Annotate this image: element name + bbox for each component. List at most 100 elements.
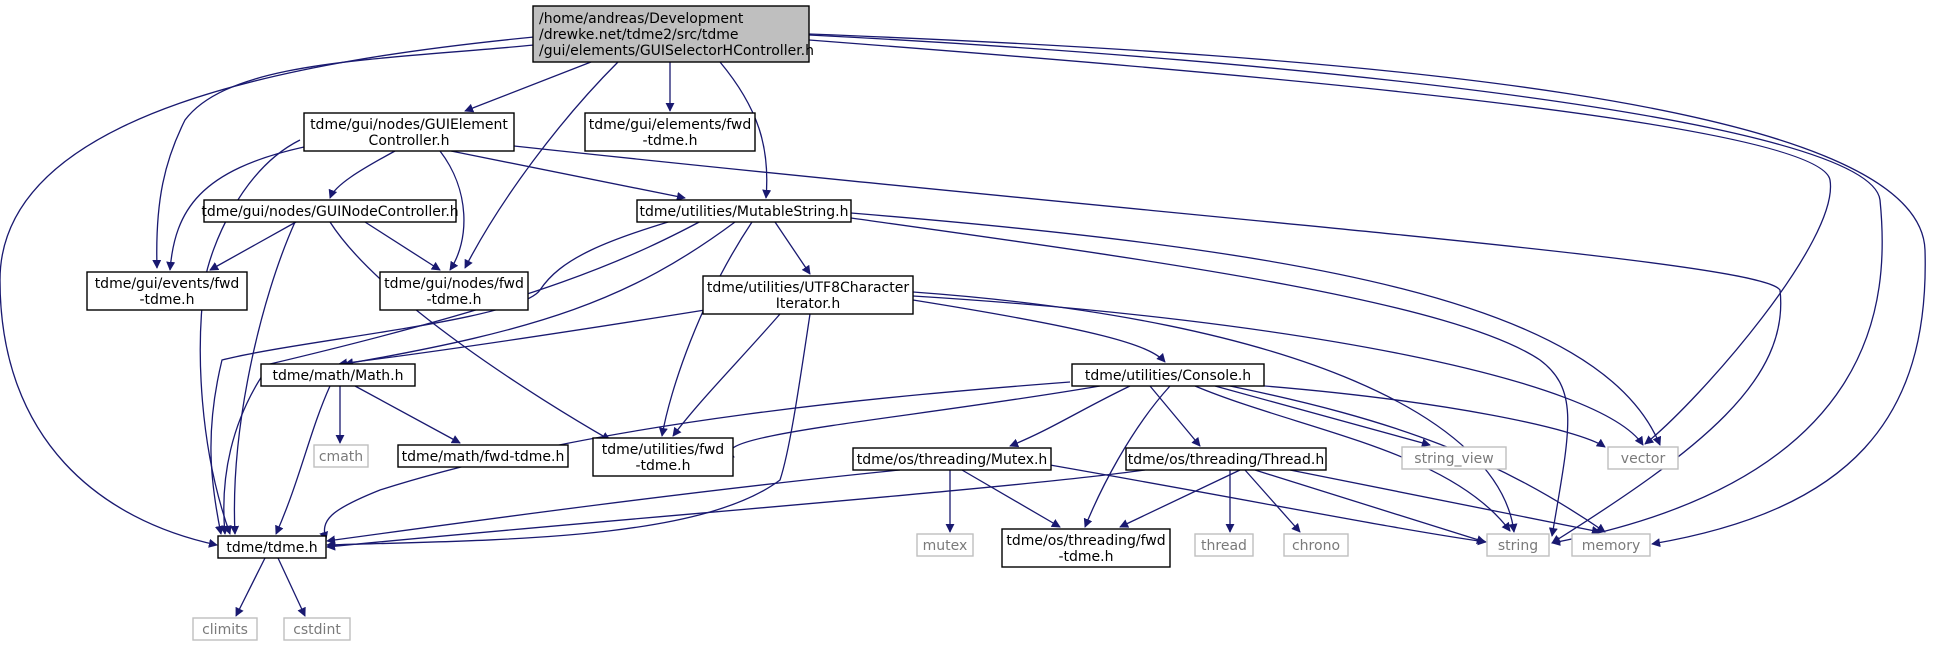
include-edge [672,313,781,437]
include-edge [235,557,266,617]
node-box [916,533,974,557]
include-edge [464,61,619,269]
node-label: string [1498,538,1538,554]
node-box [379,271,529,311]
node-cstdint: cstdint [283,617,351,641]
include-edge [464,61,592,113]
node-box [1486,533,1550,557]
node-box [283,617,351,641]
node-gui-nodes-fwd[interactable]: tdme/gui/nodes/fwd-tdme.h [379,271,529,311]
include-edge [450,150,686,201]
include-edge [724,385,1101,458]
node-label: thread [1201,538,1247,554]
node-chrono: chrono [1283,533,1349,557]
include-edge [850,212,1662,446]
node-string: string [1486,533,1550,557]
node-box [592,437,734,477]
include-edge [152,44,535,269]
node-label: -tdme.h [642,133,697,149]
node-label: /home/andreas/Development [539,11,744,27]
node-label: -tdme.h [426,292,481,308]
node-threading-fwd[interactable]: tdme/os/threading/fwd-tdme.h [1001,528,1171,568]
node-label: tdme/gui/elements/fwd [589,117,751,133]
include-edge [1244,469,1301,533]
include-edge [329,221,611,441]
node-box [313,444,369,468]
node-box [397,444,569,468]
node-label: tdme/gui/nodes/GUIElement [310,117,508,133]
node-label: -tdme.h [139,292,194,308]
include-edge [513,145,1782,544]
node-mutable-string[interactable]: tdme/utilities/MutableString.h [636,199,852,223]
node-label: cstdint [293,622,341,638]
node-label: tdme/os/threading/fwd [1006,533,1165,549]
node-thread-h[interactable]: tdme/os/threading/Thread.h [1125,447,1327,471]
include-edge [354,385,461,444]
include-edge [277,557,306,617]
include-edge [364,221,441,271]
node-box [303,112,515,152]
node-label: mutex [923,538,968,554]
include-edge [326,469,1146,551]
node-thread: thread [1194,533,1254,557]
node-string-view: string_view [1401,446,1507,470]
include-edges [0,33,1926,617]
include-edge [808,34,1883,546]
node-label: -tdme.h [635,458,690,474]
include-edge [326,313,811,550]
node-label: cmath [319,449,363,465]
include-edge [719,61,772,199]
node-box [1571,533,1651,557]
node-box [636,199,852,223]
include-edge [1009,385,1131,448]
node-box [1125,447,1327,471]
node-label: tdme/os/threading/Mutex.h [857,452,1048,468]
node-math-fwd[interactable]: tdme/math/fwd-tdme.h [397,444,569,468]
node-cmath: cmath [313,444,369,468]
node-box [1401,446,1507,470]
node-label: tdme/utilities/fwd [602,442,724,458]
include-edge [774,221,811,275]
node-tdme-h[interactable]: tdme/tdme.h [217,535,327,559]
node-console[interactable]: tdme/utilities/Console.h [1071,363,1265,387]
include-edge [326,469,901,545]
node-label: vector [1621,451,1666,467]
node-label: tdme/utilities/UTF8Character [707,280,909,296]
node-math[interactable]: tdme/math/Math.h [260,363,416,387]
node-box [532,5,810,63]
node-mutex-h[interactable]: tdme/os/threading/Mutex.h [852,447,1052,471]
include-edge [210,209,711,535]
node-gui-node-controller[interactable]: tdme/gui/nodes/GUINodeController.h [201,199,459,223]
header-nodes: /home/andreas/Development/drewke.net/tdm… [86,5,1679,641]
node-label: Controller.h [369,133,450,149]
node-label: Iterator.h [776,296,840,312]
node-climits: climits [192,617,258,641]
node-label: string_view [1414,451,1493,467]
include-edge [1239,383,1606,448]
include-edge [912,291,1518,533]
include-edge [658,221,753,437]
include-edge [912,295,1644,446]
include-edge [850,217,1569,537]
node-label: tdme/math/Math.h [273,368,404,384]
node-box [852,447,1052,471]
node-box [1071,363,1265,387]
node-box [584,112,756,152]
node-label: tdme/gui/nodes/fwd [384,276,524,292]
node-box [260,363,416,387]
node-gui-events-fwd[interactable]: tdme/gui/events/fwd-tdme.h [86,271,248,311]
node-root[interactable]: /home/andreas/Development/drewke.net/tdm… [532,5,814,63]
node-box [1607,446,1679,470]
node-box [203,199,457,223]
node-gui-elements-fwd[interactable]: tdme/gui/elements/fwd-tdme.h [584,112,756,152]
node-label: tdme/math/fwd-tdme.h [402,449,565,465]
include-edge [1049,464,1487,546]
include-edge [199,139,301,535]
include-edge [0,36,535,548]
node-label: tdme/gui/nodes/GUINodeController.h [201,204,458,220]
node-label: tdme/tdme.h [226,540,317,556]
node-label: -tdme.h [1058,549,1113,565]
node-utilities-fwd[interactable]: tdme/utilities/fwd-tdme.h [592,437,734,477]
